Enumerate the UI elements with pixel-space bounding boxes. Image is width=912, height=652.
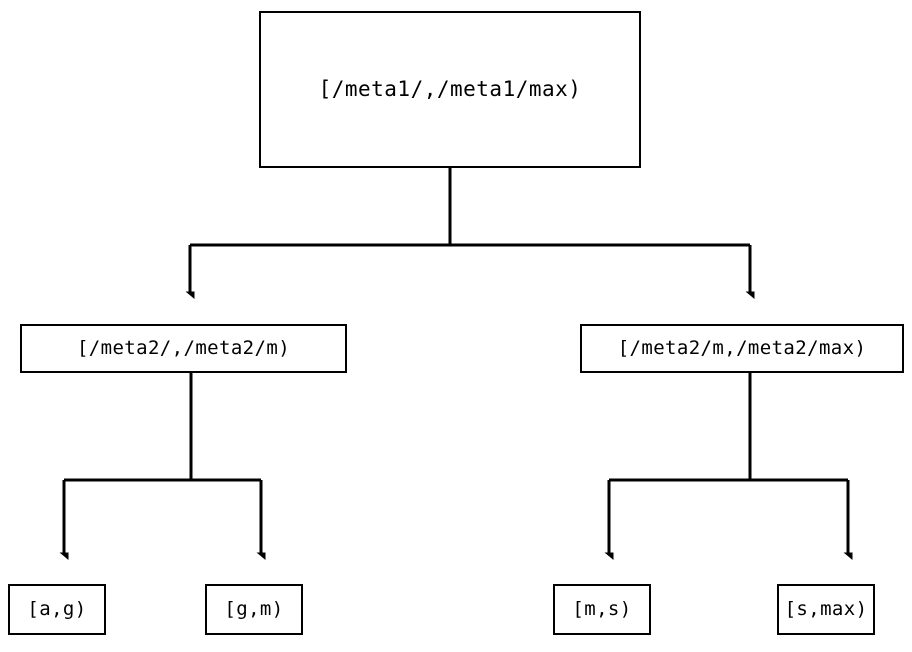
node-root-label: [/meta1/,/meta1/max) bbox=[318, 77, 582, 101]
node-level1-left[interactable]: [/meta2/,/meta2/m) bbox=[20, 324, 347, 373]
node-leaf-m-s-label: [m,s) bbox=[572, 598, 632, 620]
node-leaf-m-s[interactable]: [m,s) bbox=[553, 584, 651, 635]
node-level1-right-label: [/meta2/m,/meta2/max) bbox=[617, 337, 867, 359]
node-level1-left-label: [/meta2/,/meta2/m) bbox=[76, 337, 291, 359]
node-level1-right[interactable]: [/meta2/m,/meta2/max) bbox=[580, 324, 904, 373]
node-leaf-s-max[interactable]: [s,max) bbox=[777, 584, 875, 635]
node-root[interactable]: [/meta1/,/meta1/max) bbox=[259, 11, 641, 168]
node-leaf-a-g-label: [a,g) bbox=[27, 598, 87, 620]
node-leaf-s-max-label: [s,max) bbox=[784, 598, 868, 620]
node-leaf-g-m[interactable]: [g,m) bbox=[205, 584, 303, 635]
node-leaf-a-g[interactable]: [a,g) bbox=[8, 584, 106, 635]
node-leaf-g-m-label: [g,m) bbox=[224, 598, 284, 620]
